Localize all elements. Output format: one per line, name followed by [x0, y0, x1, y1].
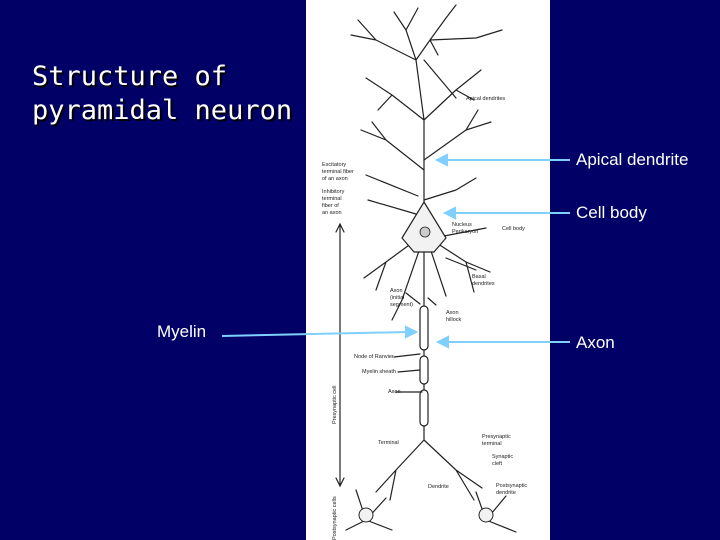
callout-cell-body: Cell body: [576, 203, 647, 222]
fig-label-axon-is-2: (initial: [390, 295, 404, 301]
fig-label-cell-body: Cell body: [502, 226, 525, 232]
oblique-dendrites: [360, 109, 492, 201]
apical-tuft: [350, 4, 503, 231]
presynaptic-range-line: [335, 222, 345, 488]
callout-apical-dendrite: Apical dendrite: [576, 150, 689, 169]
fig-label-excitatory-1: Excitatory: [322, 162, 346, 168]
fig-label-postsynaptic-cells: Postsynaptic cells: [332, 496, 338, 540]
slide-title: Structure of pyramidal neuron: [32, 61, 293, 126]
fig-label-presynaptic-cell: Presynaptic cell: [332, 385, 338, 424]
fig-label-myelin-sheath: Myelin sheath: [362, 369, 396, 375]
fig-label-axon-is-3: segment): [390, 302, 413, 308]
fig-label-node-of-ranvier: Node of Ranvier: [354, 354, 394, 360]
fig-label-postsynaptic-dendrite-1: Postsynaptic: [496, 483, 527, 489]
fig-label-nucleus: Nucleus: [452, 222, 472, 228]
fig-label-inhibitory-1: Inhibitory: [322, 189, 345, 195]
fig-label-axon: Axon: [388, 389, 401, 395]
fig-label-presynaptic-terminal-1: Presynaptic: [482, 434, 511, 440]
neuron-figure-panel: Apical dendrites Excitatory terminal fib…: [306, 0, 550, 540]
fig-label-presynaptic-terminal-2: terminal: [482, 441, 502, 447]
fig-label-axon-hillock-2: hillock: [446, 317, 462, 323]
neuron-diagram: Apical dendrites Excitatory terminal fib…: [322, 4, 527, 540]
callout-myelin: Myelin: [157, 322, 207, 341]
fig-label-excitatory-2: terminal fiber: [322, 169, 354, 175]
basal-dendrites: [363, 239, 491, 321]
fig-label-inhibitory-2: terminal: [322, 196, 342, 202]
fig-label-basal-2: dendrites: [472, 281, 495, 287]
fig-label-perikaryon: Perikaryon: [452, 229, 478, 235]
fig-label-inhibitory-3: fiber of: [322, 203, 339, 209]
fig-label-apical-dendrites: Apical dendrites: [466, 96, 505, 102]
fig-label-synaptic-cleft-1: Synaptic: [492, 454, 513, 460]
fig-label-postsynaptic-dendrite-2: dendrite: [496, 490, 516, 496]
fig-label-axon-hillock-1: Axon: [446, 310, 459, 316]
fig-label-inhibitory-4: an axon: [322, 210, 342, 216]
fig-label-synaptic-cleft-2: cleft: [492, 461, 503, 467]
fig-label-dendrite: Dendrite: [428, 484, 449, 490]
fig-label-excitatory-3: of an axon: [322, 176, 348, 182]
postsynaptic-cell-left: [345, 489, 393, 531]
fig-label-axon-is-1: Axon: [390, 288, 403, 294]
fig-label-basal-1: Basal: [472, 274, 486, 280]
fig-label-terminal: Terminal: [378, 440, 399, 446]
callout-axon: Axon: [576, 333, 615, 352]
